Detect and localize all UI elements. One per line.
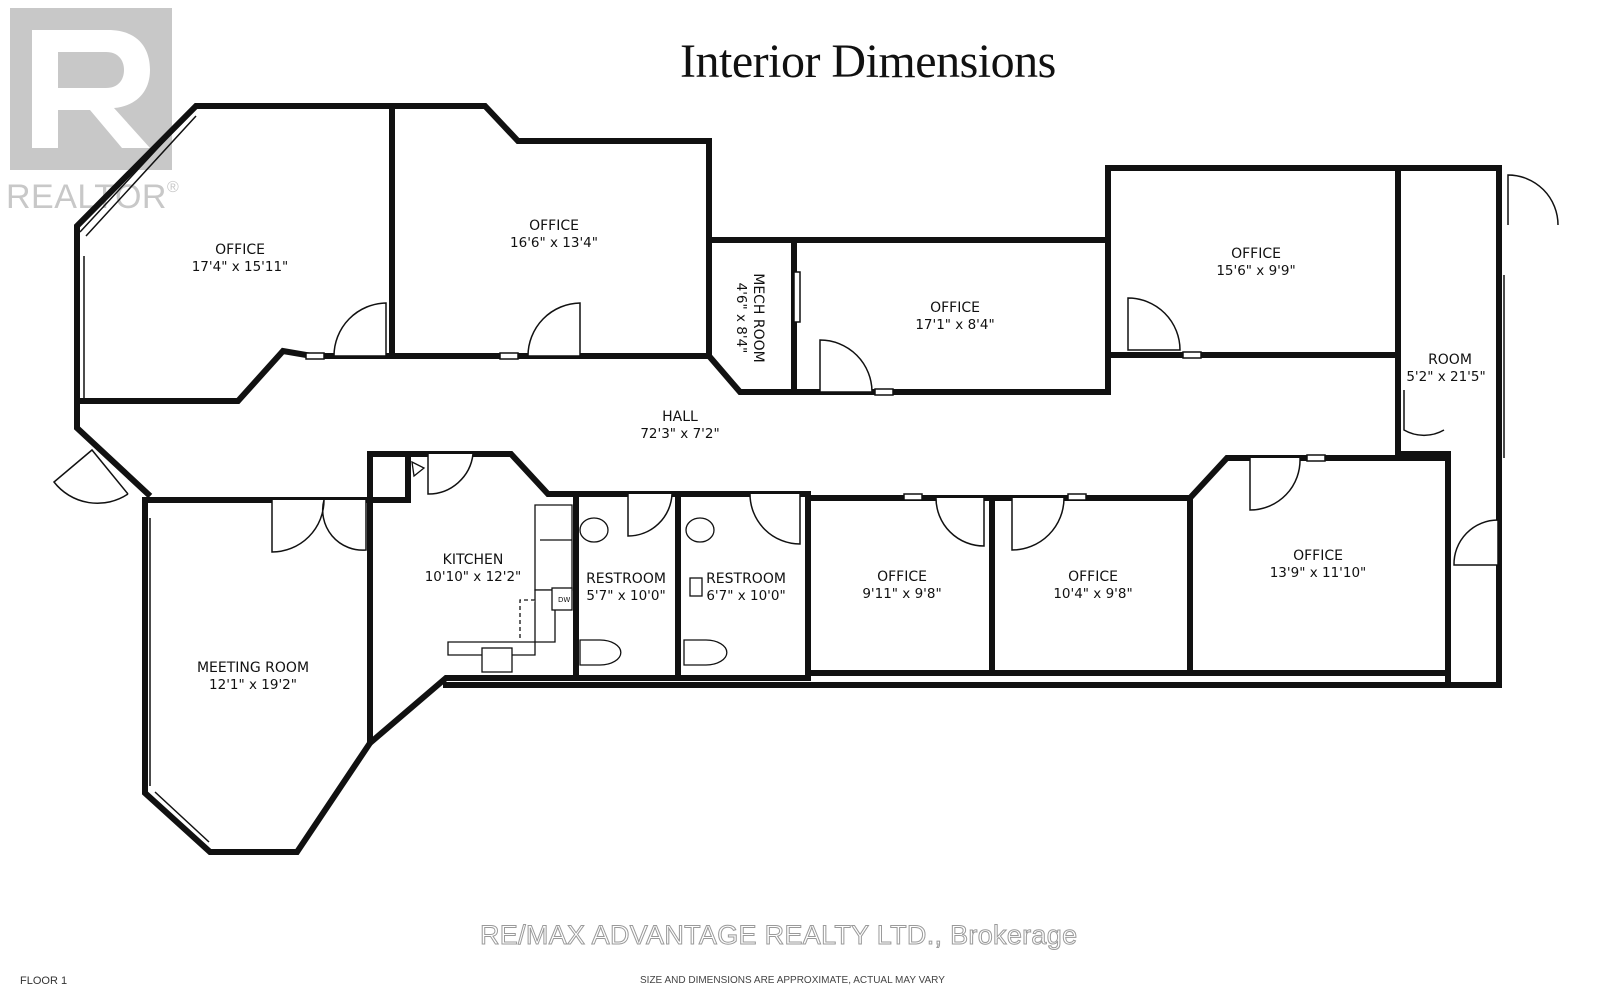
door-entrance-left	[52, 448, 129, 504]
window-office-a-diagonal	[79, 109, 197, 237]
room-dims: 5'2" x 21'5"	[1406, 369, 1485, 385]
kitchen-counter-upper	[534, 504, 573, 591]
office-a-name: OFFICE	[215, 242, 265, 258]
office-c-dims: 17'1" x 8'4"	[915, 317, 994, 333]
toilet-restroom-b	[683, 639, 728, 666]
office-e-dims: 9'11" x 9'8"	[862, 586, 941, 602]
sink-restroom-b	[685, 517, 715, 543]
door-office-c	[819, 339, 873, 393]
door-restroom-a	[627, 493, 673, 537]
door-room-right	[1403, 390, 1445, 437]
restroom-a-dims: 5'7" x 10'0"	[586, 588, 665, 604]
sink-restroom-a	[579, 517, 609, 543]
realtor-logo: REALTOR®	[6, 8, 190, 223]
office-d-name: OFFICE	[1231, 246, 1281, 262]
window-room-right	[1496, 275, 1505, 458]
doors	[52, 174, 1559, 566]
dishwasher	[551, 587, 573, 611]
brokerage-watermark: RE/MAX ADVANTAGE REALTY LTD., Brokerage	[479, 920, 1078, 951]
office-g-dims: 13'9" x 11'10"	[1270, 565, 1367, 581]
meeting-room-dims: 12'1" x 19'2"	[209, 677, 297, 693]
window-vent-7	[1306, 454, 1326, 462]
window-vent-2	[499, 352, 519, 360]
mech-room-name: MECH ROOM	[750, 273, 766, 363]
office-f-name: OFFICE	[1068, 569, 1118, 585]
wall-meeting-room	[142, 497, 373, 855]
restroom-b-name: RESTROOM	[706, 571, 786, 587]
window-vent-3	[874, 388, 894, 396]
kitchen-dims: 10'10" x 12'2"	[425, 569, 522, 585]
wall-kitchen-closet	[367, 451, 411, 503]
room-labels: OFFICE 17'4" x 15'11" OFFICE 16'6" x 13'…	[192, 218, 1486, 693]
kitchen-counter-lower	[447, 589, 556, 656]
toilet-restroom-a	[579, 639, 622, 666]
walls	[74, 103, 1502, 855]
plan-title: Interior Dimensions	[680, 35, 1056, 88]
realtor-logo-text: REALTOR®	[6, 178, 180, 216]
office-d-dims: 15'6" x 9'9"	[1216, 263, 1295, 279]
door-office-a	[333, 302, 387, 357]
dishwasher-label: DW	[558, 596, 570, 604]
door-kitchen	[427, 453, 474, 495]
door-meeting-double	[271, 499, 367, 553]
kitchen-name: KITCHEN	[443, 552, 504, 568]
door-office-g	[1249, 457, 1301, 511]
window-vent-6	[1067, 493, 1087, 501]
grab-bar-restroom-b	[689, 577, 703, 597]
office-g-name: OFFICE	[1293, 548, 1343, 564]
window-meeting-left	[142, 518, 151, 786]
wall-office-g	[1187, 455, 1451, 676]
window-meeting-diagonal	[149, 791, 210, 849]
window-office-a-left	[77, 256, 85, 398]
door-office-d	[1127, 297, 1181, 351]
office-f-dims: 10'4" x 9'8"	[1053, 586, 1132, 602]
restroom-b-dims: 6'7" x 10'0"	[706, 588, 785, 604]
kitchen-sink	[481, 647, 513, 673]
door-office-f	[1011, 497, 1065, 551]
windows	[77, 109, 1505, 849]
mech-room-label: MECH ROOM 4'6" x 8'4"	[733, 273, 766, 363]
hall-dims: 72'3" x 7'2"	[640, 426, 719, 442]
wall-office-b	[389, 103, 712, 359]
window-vent-1	[305, 352, 325, 360]
door-room-right-lower	[1453, 519, 1499, 566]
office-e-name: OFFICE	[877, 569, 927, 585]
closet-shelf	[411, 460, 426, 478]
office-b-dims: 16'6" x 13'4"	[510, 235, 598, 251]
door-exterior-right	[1507, 174, 1559, 226]
mech-room-dims: 4'6" x 8'4"	[733, 283, 749, 354]
floor-label: FLOOR 1	[20, 975, 68, 987]
office-a-dims: 17'4" x 15'11"	[192, 259, 289, 275]
door-restroom-b	[749, 493, 801, 545]
door-office-e	[935, 497, 985, 547]
door-mech-room	[793, 271, 801, 323]
room-name: ROOM	[1428, 352, 1472, 368]
restroom-a-name: RESTROOM	[586, 571, 666, 587]
window-vent-5	[903, 493, 923, 501]
window-vent-4	[1182, 351, 1202, 359]
kitchen-gas-line	[519, 599, 535, 640]
wall-mech-room	[706, 237, 797, 395]
meeting-room-name: MEETING ROOM	[197, 660, 309, 676]
fixtures: DW	[411, 460, 728, 673]
wall-hall-left	[74, 398, 153, 499]
office-c-name: OFFICE	[930, 300, 980, 316]
hall-name: HALL	[662, 409, 698, 425]
wall-office-c	[791, 237, 1111, 395]
dimensions-disclaimer: SIZE AND DIMENSIONS ARE APPROXIMATE, ACT…	[640, 975, 945, 986]
office-b-name: OFFICE	[529, 218, 579, 234]
realtor-logo-mark	[10, 8, 172, 170]
door-office-b	[527, 302, 581, 357]
